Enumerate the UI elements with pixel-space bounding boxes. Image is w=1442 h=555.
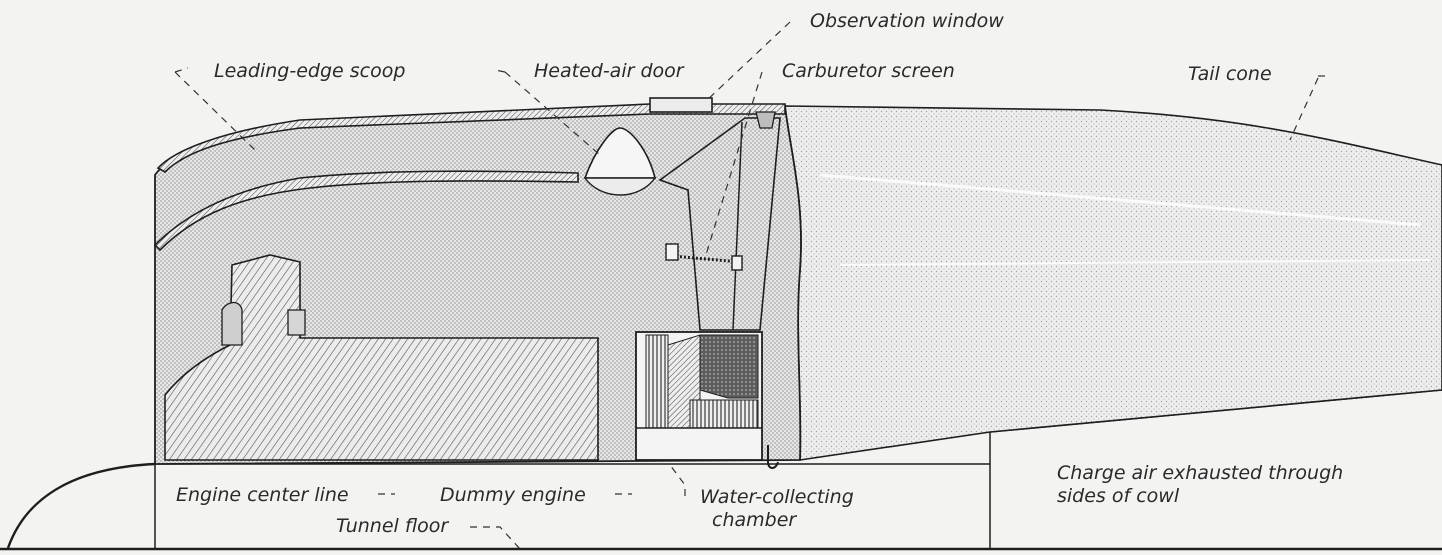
leader-tail-cone <box>1289 77 1319 141</box>
label-dummy-engine: Dummy engine <box>440 484 586 506</box>
screen-flange-right <box>731 255 743 271</box>
chamber-baffle-lower <box>689 399 759 429</box>
label-observation-window: Observation window <box>810 10 1004 32</box>
heated-air-door <box>583 127 657 179</box>
tail-cone-highlight <box>819 173 1421 227</box>
label-tail-cone: Tail cone <box>1188 63 1272 85</box>
leader-leading-edge-scoop-tick <box>174 67 189 73</box>
label-water-collecting-line2: chamber <box>712 509 797 531</box>
carburetor-duct <box>658 117 781 331</box>
leader-carburetor-screen <box>704 71 763 259</box>
engine-fitting <box>287 309 306 336</box>
engine-cylinder <box>221 301 243 346</box>
nose-fairing <box>6 462 156 549</box>
label-tunnel-floor: Tunnel floor <box>336 515 449 537</box>
leader-heated-air-door-tick <box>494 69 506 73</box>
label-water-collecting-line1: Water-collecting <box>700 486 854 508</box>
inner-duct-lip <box>153 170 579 252</box>
label-charge-air-line2: sides of cowl <box>1057 485 1180 507</box>
leader-heated-air-door <box>504 71 601 156</box>
label-leading-edge-scoop: Leading-edge scoop <box>214 60 405 82</box>
leader-water-collecting-chamber <box>669 464 686 496</box>
label-heated-air-door: Heated-air door <box>534 60 685 82</box>
chamber-drain <box>767 445 779 469</box>
screen-flange-left <box>665 243 679 261</box>
leader-observation-window <box>704 21 791 103</box>
leader-leading-edge-scoop <box>174 71 256 151</box>
heated-air-door-valve <box>583 177 657 196</box>
duct-wall <box>732 121 743 331</box>
label-charge-air-line1: Charge air exhausted through <box>1057 462 1343 484</box>
chamber-baffle-left <box>645 334 669 429</box>
duct-lip <box>755 111 776 129</box>
outer-cowl-skin <box>156 103 786 173</box>
leader-tunnel-floor <box>470 526 521 550</box>
label-engine-center-line: Engine center line <box>176 484 349 506</box>
label-carburetor-screen: Carburetor screen <box>782 60 955 82</box>
chamber-baffle-dark <box>699 334 759 399</box>
carburetor-screen <box>671 254 741 264</box>
tail-cone-highlight-2 <box>839 259 1431 266</box>
observation-window <box>649 97 713 113</box>
